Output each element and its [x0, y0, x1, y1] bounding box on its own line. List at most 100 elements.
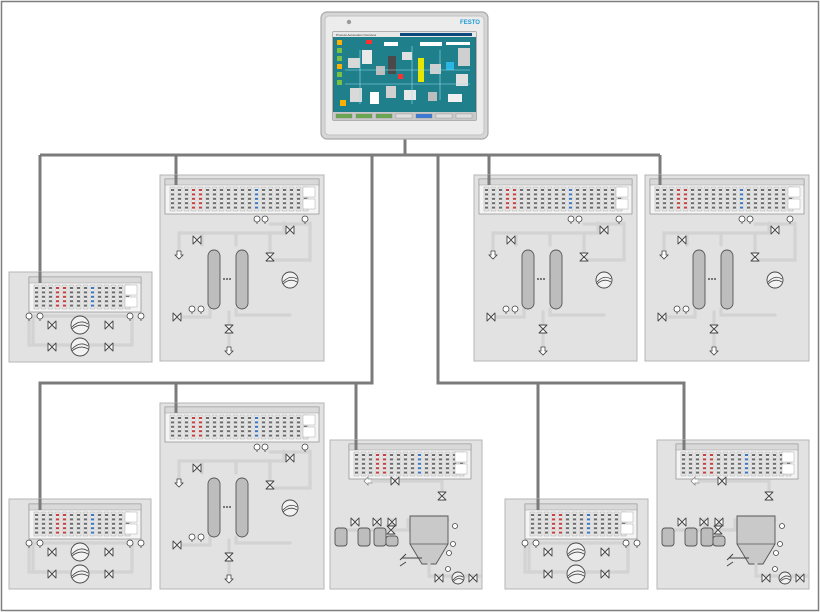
gauge-icon: [502, 305, 510, 313]
module-pump[interactable]: [8, 271, 153, 363]
hmi-graphic-block: [420, 42, 442, 46]
gauge-icon: [615, 215, 623, 223]
gauge-icon: [511, 305, 519, 313]
valve-icon: [657, 312, 667, 322]
io-terminal: [649, 178, 805, 215]
hmi-graphic-block: [337, 80, 342, 85]
valve-icon: [387, 517, 397, 527]
gauge-icon: [188, 305, 196, 313]
pipe: [177, 449, 286, 483]
gauge-icon: [746, 215, 754, 223]
io-terminal: [348, 443, 472, 480]
network-links: [38, 139, 686, 502]
gauge-icon: [126, 312, 134, 320]
module-filter[interactable]: [159, 402, 325, 590]
hmi-graphic-block: [362, 50, 372, 64]
pipe: [268, 449, 312, 490]
gauge-icon: [567, 215, 575, 223]
pipe: [177, 221, 286, 255]
pipe: [497, 307, 526, 319]
module-filter[interactable]: [644, 174, 810, 362]
sensor-icon: [445, 566, 451, 572]
link-segment: [436, 155, 686, 445]
gauge-icon: [188, 533, 196, 541]
gauge-icon: [253, 215, 261, 223]
hmi-graphic-block: [337, 40, 342, 45]
hmi-graphic-block: [388, 56, 396, 74]
gauge-icon: [137, 539, 145, 547]
gauge-icon: [673, 305, 681, 313]
gauge-icon: [36, 312, 44, 320]
hmi-graphic-block: [337, 48, 342, 53]
gauge-icon: [197, 533, 205, 541]
module-pump[interactable]: [504, 498, 649, 590]
hmi-graphic-block: [370, 92, 379, 104]
valve-icon: [770, 225, 780, 235]
hmi-graphic-block: [337, 64, 342, 69]
hmi-softkey[interactable]: [395, 113, 413, 119]
valve-icon: [224, 324, 234, 334]
valve-icon: [677, 235, 687, 245]
hmi-softkey[interactable]: [335, 113, 353, 119]
valve-icon: [538, 324, 548, 334]
valve-icon: [543, 569, 553, 579]
gauge-icon: [261, 215, 269, 223]
filter-column-icon: [235, 477, 249, 538]
pipe: [523, 541, 630, 574]
module-reactor[interactable]: [329, 439, 483, 590]
gauge-icon: [301, 215, 309, 223]
valve-icon: [224, 552, 234, 562]
module-filter[interactable]: [473, 174, 638, 362]
pipe: [268, 221, 312, 262]
valve-icon: [795, 573, 805, 583]
hmi-graphic-block: [446, 62, 454, 70]
gauge-icon: [261, 443, 269, 451]
pipe: [183, 307, 212, 319]
hmi-softkey[interactable]: [455, 113, 473, 119]
sensor-icon: [446, 550, 452, 556]
filter-column-icon: [521, 249, 535, 310]
valve-icon: [47, 342, 57, 352]
pipe: [183, 535, 212, 547]
gauge-icon: [25, 539, 33, 547]
valve-icon: [47, 547, 57, 557]
link-segment: [38, 155, 374, 502]
hmi-softkeys[interactable]: [335, 113, 473, 119]
valve-icon: [350, 517, 360, 527]
module-pump[interactable]: [8, 498, 152, 590]
sensor-icon: [772, 566, 778, 572]
hmi-graphic-block: [448, 94, 462, 102]
valve-icon: [104, 320, 114, 330]
process-modules: [8, 174, 810, 590]
hmi-status-led: [346, 19, 352, 25]
hmi-graphic-block: [337, 72, 342, 77]
arrow-down-icon: [488, 250, 498, 260]
module-filter[interactable]: [159, 174, 325, 362]
valve-icon: [437, 491, 447, 501]
tank-icon: [334, 527, 348, 547]
tank-icon: [373, 527, 387, 547]
hmi-screen[interactable]: Process Automation Overview: [332, 31, 477, 121]
hmi-panel[interactable]: FESTO Process Automation Overview: [320, 11, 489, 140]
valve-icon: [265, 480, 275, 490]
pump-icon: [451, 571, 465, 585]
hmi-softkey[interactable]: [435, 113, 453, 119]
filter-column-icon: [549, 249, 563, 310]
pipe: [662, 221, 771, 255]
hmi-graphic-block: [446, 42, 470, 45]
valve-icon: [265, 252, 275, 262]
valve-icon: [543, 547, 553, 557]
hmi-graphic-block: [398, 74, 403, 79]
sensor-icon: [777, 541, 783, 547]
hmi-graphic-block: [350, 88, 362, 102]
valve-icon: [192, 463, 202, 473]
module-reactor[interactable]: [656, 439, 810, 590]
pipe: [719, 307, 777, 317]
filter-column-icon: [207, 477, 221, 538]
pipe: [27, 314, 134, 347]
hmi-softkey[interactable]: [415, 113, 433, 119]
hmi-softkey[interactable]: [375, 113, 393, 119]
hmi-softkey[interactable]: [355, 113, 373, 119]
valve-icon: [172, 312, 182, 322]
